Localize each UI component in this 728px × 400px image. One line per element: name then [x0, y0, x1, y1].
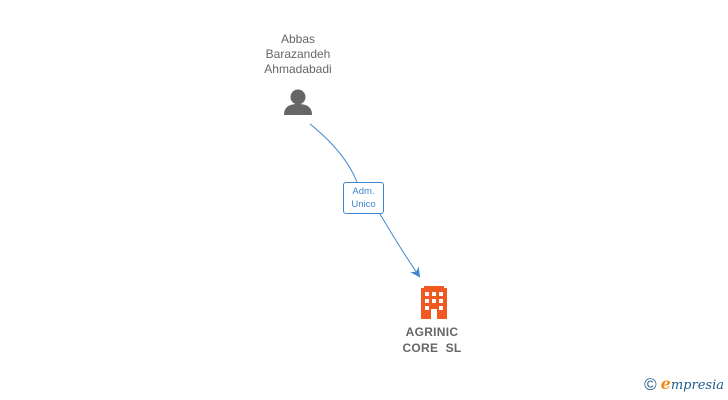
company-name-line-2: CORE SL	[402, 341, 462, 355]
company-name[interactable]: AGRINIC CORE SL	[372, 324, 492, 356]
brand-logo: empresia	[661, 375, 724, 394]
company-name-line-1: AGRINIC	[405, 325, 459, 339]
person-name[interactable]: Abbas Barazandeh Ahmadabadi	[238, 32, 358, 77]
copyright-icon: ©	[644, 375, 657, 394]
brand-logo-rest: mpresia	[670, 378, 724, 393]
brand-logo-initial: e	[660, 374, 671, 393]
building-icon[interactable]	[421, 286, 447, 319]
person-icon[interactable]	[284, 89, 312, 116]
relationship-connector	[309, 123, 358, 183]
role-label: Adm. Unico	[343, 182, 384, 214]
footer-brand: © empresia	[644, 375, 724, 394]
relationship-arrow	[379, 213, 421, 278]
role-label-line-2: Unico	[351, 199, 376, 210]
person-name-line-2: Barazandeh	[265, 47, 331, 61]
role-label-line-1: Adm.	[352, 186, 375, 197]
person-name-line-3: Ahmadabadi	[264, 62, 332, 76]
person-name-line-1: Abbas	[280, 32, 316, 46]
